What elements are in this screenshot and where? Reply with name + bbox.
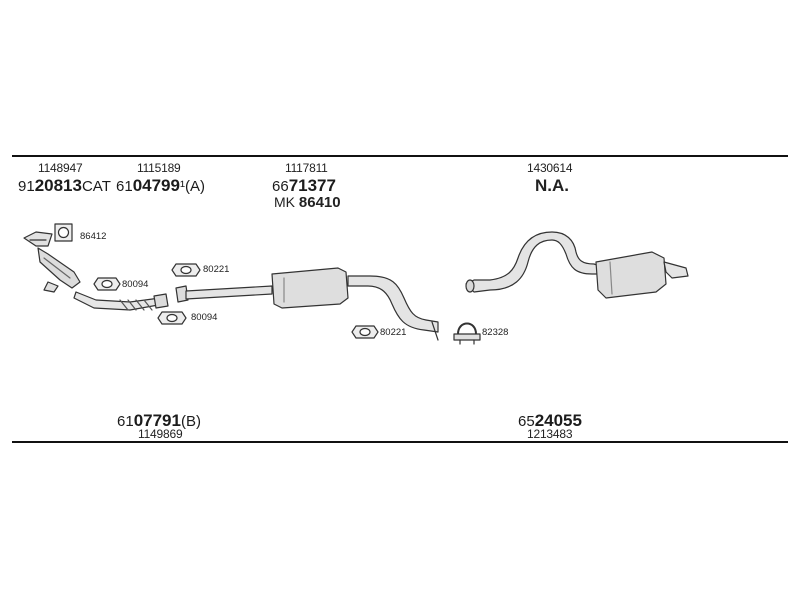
part-3-mk-number: MK 86410: [274, 195, 341, 210]
part-3-number: 6671377: [272, 177, 336, 194]
gasket-icon: [157, 311, 187, 325]
fitting-ref-80094-lower: 80094: [191, 312, 218, 323]
part-1-prefix: 91: [18, 178, 35, 195]
catalytic-converter-icon: [23, 231, 81, 293]
part-5-bold: 07791: [133, 411, 181, 430]
part-2-suffix: ¹(A): [179, 178, 205, 195]
gasket-icon: [171, 263, 201, 277]
part-5-prefix: 61: [117, 413, 134, 430]
part-6-number: 6524055: [518, 412, 582, 429]
part-4-oe-number: 1430614: [527, 161, 573, 175]
part-6-prefix: 65: [518, 413, 535, 430]
bottom-rule: [12, 441, 788, 443]
rear-silencer-icon: [465, 231, 689, 299]
part-4-na: N.A.: [535, 176, 569, 195]
part-2-number: 6104799¹(A): [116, 177, 205, 194]
fitting-ref-80221-upper: 80221: [203, 264, 230, 275]
gasket-icon: [351, 325, 379, 339]
part-1-suffix: CAT: [81, 178, 111, 195]
fitting-ref-86412: 86412: [80, 231, 107, 242]
part-1-bold: 20813: [34, 176, 82, 195]
clamp-icon: [453, 322, 481, 345]
gasket-icon: [93, 277, 121, 291]
part-3-oe-number: 1117811: [285, 161, 328, 175]
part-1-number: 9120813CAT: [18, 177, 111, 194]
part-2-prefix: 61: [116, 178, 133, 195]
part-3-prefix: 66: [272, 178, 289, 195]
part-5-suffix: (B): [180, 413, 201, 430]
part-2-oe-number: 1115189: [137, 161, 181, 175]
part-5-number: 6107791(B): [117, 412, 201, 429]
part-3-mk-prefix: MK: [274, 194, 299, 210]
part-2-bold: 04799: [132, 176, 180, 195]
part-1-oe-number: 1148947: [38, 161, 83, 175]
part-6-oe-number: 1213483: [527, 427, 573, 441]
part-5-oe-number: 1149869: [138, 427, 183, 441]
front-pipe-icon: [73, 291, 169, 311]
fitting-ref-80221-lower: 80221: [380, 327, 407, 338]
part-6-bold: 24055: [534, 411, 582, 430]
fitting-ref-82328: 82328: [482, 327, 509, 338]
top-rule: [12, 155, 788, 157]
part-3-bold: 71377: [288, 176, 336, 195]
fitting-ref-80094-upper: 80094: [122, 279, 149, 290]
gasket-icon: [54, 223, 73, 242]
part-3-mk-bold: 86410: [298, 194, 341, 211]
